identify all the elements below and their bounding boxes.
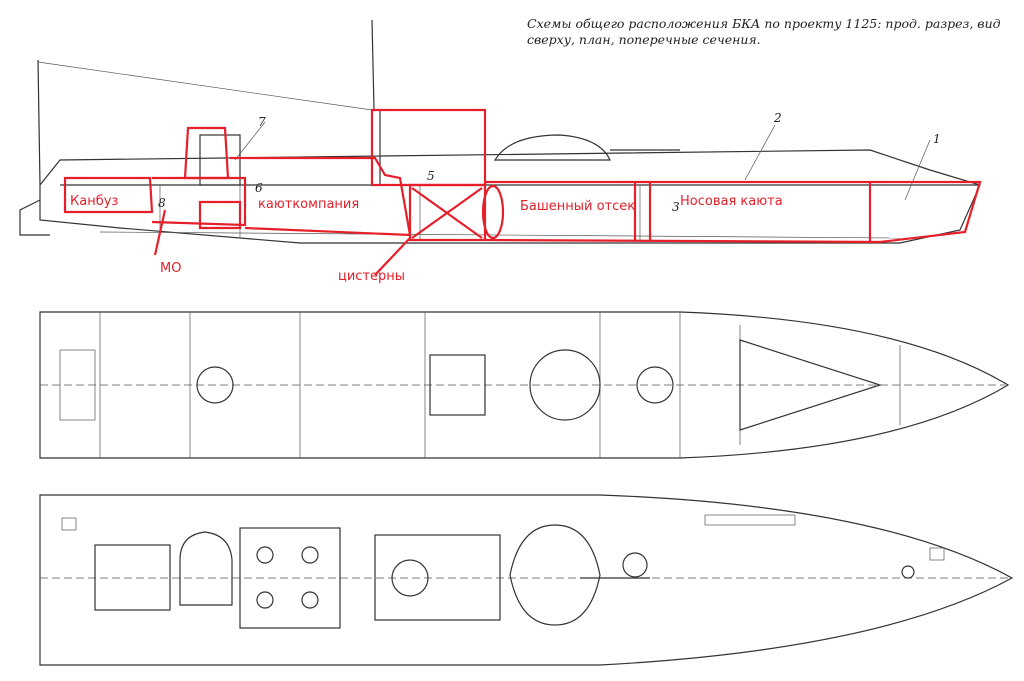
figure-caption: Схемы общего расположения БКА по проекту… [527,16,1001,47]
callout-2: 2 [773,111,782,125]
label-engine-room: МО [160,261,181,276]
callout-3: 3 [672,200,680,214]
callout-1: 1 [933,132,941,146]
callout-5: 5 [427,169,435,183]
label-galley: Канбуз [70,194,118,209]
label-bow-cabin: Носовая каюта [680,194,783,209]
top-view [39,494,1014,666]
label-wardroom: каюткомпания [258,197,359,212]
callout-8: 8 [158,196,166,210]
callout-6: 6 [255,181,263,195]
plan-view [39,311,1010,459]
label-tanks: цистерны [338,269,405,284]
label-turret-compartment: Башенный отсек [520,199,635,214]
callout-7: 7 [258,115,266,129]
red-annotations [63,108,982,276]
